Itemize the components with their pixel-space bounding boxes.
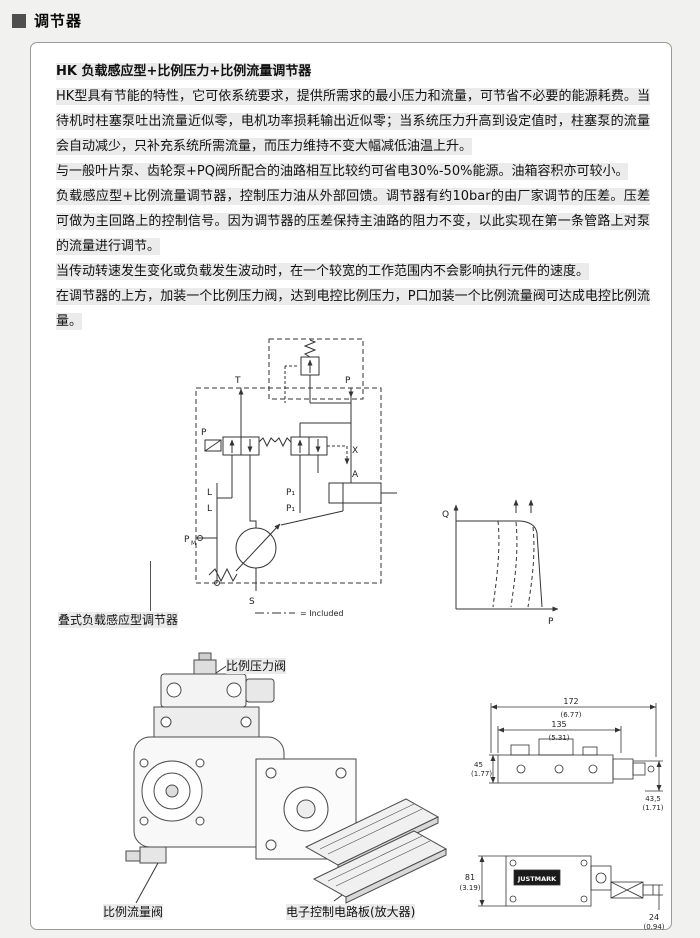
- graph-y-label: Q: [442, 510, 449, 520]
- paragraph-4: 当传动转速发生变化或负载发生波动时，在一个较宽的工作范围内不会影响执行元件的速度…: [56, 259, 650, 284]
- brand-label: JUSTMARK: [517, 875, 557, 883]
- amplifier-board-label-text: 电子控制电路板(放大器): [286, 904, 416, 920]
- paragraph-2-text: 与一般叶片泵、齿轮泵+PQ阀所配合的油路相互比较约可省电30%-50%能源。油箱…: [56, 163, 629, 180]
- article-text-block: HK 负载感应型+比例压力+比例流量调节器 HK型具有节能的特性，它可依系统要求…: [56, 59, 650, 334]
- graph-curves: [456, 520, 543, 608]
- port-label-pm: P: [184, 535, 190, 545]
- port-label-l2: L: [207, 504, 212, 514]
- pressure-valve-label: 比例压力阀: [226, 657, 287, 674]
- article-title-text: HK 负载感应型+比例压力+比例流量调节器: [56, 63, 312, 80]
- port-label-p-left: P: [201, 428, 207, 438]
- side-view-geometry: [489, 703, 663, 792]
- article-title: HK 负载感应型+比例压力+比例流量调节器: [56, 59, 650, 84]
- dim-45-in: (1.77): [471, 770, 492, 778]
- paragraph-3-text: 负载感应型+比例流量调节器，控制压力油从外部回馈。调节器有约10bar的由厂家调…: [56, 188, 650, 255]
- port-label-p1b: P₁: [286, 504, 295, 514]
- port-label-pm-sub: M: [191, 540, 196, 547]
- paragraph-5: 在调节器的上方，加装一个比例压力阀，达到电控比例压力，P口加装一个比例流量阀可达…: [56, 284, 650, 334]
- port-label-t: T: [234, 376, 241, 386]
- port-label-p-top: P: [345, 376, 351, 386]
- schematic-port-labels: T P P L L P₁ P₁ X A P M S: [184, 376, 359, 607]
- schematic-lines: [195, 338, 397, 591]
- dim-81-in: (3.19): [459, 884, 480, 892]
- hydraulic-schematic: T P P L L P₁ P₁ X A P M S = Included: [184, 338, 397, 618]
- side-view-dimensions: 172 (6.77) 135 (5.31) 45 (1.77) 43,5 (1.…: [471, 697, 664, 812]
- dim-172-in: (6.77): [560, 711, 581, 719]
- graph-axes: [453, 499, 559, 612]
- dimension-drawing-side: 172 (6.77) 135 (5.31) 45 (1.77) 43,5 (1.…: [471, 697, 664, 812]
- port-label-p1a: P₁: [286, 488, 295, 498]
- dim-43-5: 43,5: [645, 795, 661, 803]
- pump-body-art: [125, 652, 365, 904]
- dim-24: 24: [649, 913, 659, 922]
- pump-illustration: [125, 652, 448, 904]
- dim-24-in: (0.94): [643, 923, 664, 931]
- content-panel: HK 负载感应型+比例压力+比例流量调节器 HK型具有节能的特性，它可依系统要求…: [30, 42, 672, 931]
- amplifier-board-label: 电子控制电路板(放大器): [286, 903, 416, 920]
- pressure-valve-label-text: 比例压力阀: [226, 658, 287, 674]
- paragraph-2: 与一般叶片泵、齿轮泵+PQ阀所配合的油路相互比较约可省电30%-50%能源。油箱…: [56, 159, 650, 184]
- stack-regulator-label: 叠式负载感应型调节器: [58, 611, 179, 628]
- port-label-x: X: [352, 446, 358, 456]
- port-label-s: S: [249, 597, 255, 607]
- port-label-a: A: [352, 470, 359, 480]
- dim-172: 172: [563, 697, 578, 706]
- top-view-dimensions: JUSTMARK 81 (3.19) 24 (0.94): [459, 873, 664, 931]
- legend-text: = Included: [300, 609, 343, 618]
- graph-x-label: P: [548, 617, 554, 627]
- flow-valve-label-text: 比例流量阀: [103, 904, 164, 920]
- dim-81: 81: [465, 873, 475, 882]
- paragraph-5-text: 在调节器的上方，加装一个比例压力阀，达到电控比例压力，P口加装一个比例流量阀可达…: [56, 288, 650, 330]
- dim-45: 45: [474, 761, 483, 769]
- port-label-l1: L: [207, 488, 212, 498]
- paragraph-1: HK型具有节能的特性，它可依系统要求，提供所需求的最小压力和流量，可节省不必要的…: [56, 84, 650, 159]
- dim-43-5-in: (1.71): [642, 804, 663, 812]
- schematic-legend: = Included: [255, 609, 343, 618]
- paragraph-1-text: HK型具有节能的特性，它可依系统要求，提供所需求的最小压力和流量，可节省不必要的…: [56, 88, 650, 155]
- paragraph-4-text: 当传动转速发生变化或负载发生波动时，在一个较宽的工作范围内不会影响执行元件的速度…: [56, 263, 590, 280]
- section-title: 调节器: [34, 12, 83, 30]
- dim-135-in: (5.31): [548, 734, 569, 742]
- dimension-drawing-top: JUSTMARK 81 (3.19) 24 (0.94): [459, 855, 665, 931]
- top-view-geometry: [478, 855, 663, 910]
- section-header: 调节器: [12, 10, 82, 31]
- paragraph-3: 负载感应型+比例流量调节器，控制压力油从外部回馈。调节器有约10bar的由厂家调…: [56, 184, 650, 259]
- stack-regulator-label-text: 叠式负载感应型调节器: [58, 612, 179, 628]
- dim-135: 135: [551, 720, 566, 729]
- circuit-boards-art: [304, 798, 448, 904]
- stack-regulator-leader-line: [150, 561, 151, 611]
- section-bullet-icon: [12, 13, 26, 28]
- flow-valve-label: 比例流量阀: [103, 903, 164, 920]
- pq-graph: Q P: [442, 499, 559, 627]
